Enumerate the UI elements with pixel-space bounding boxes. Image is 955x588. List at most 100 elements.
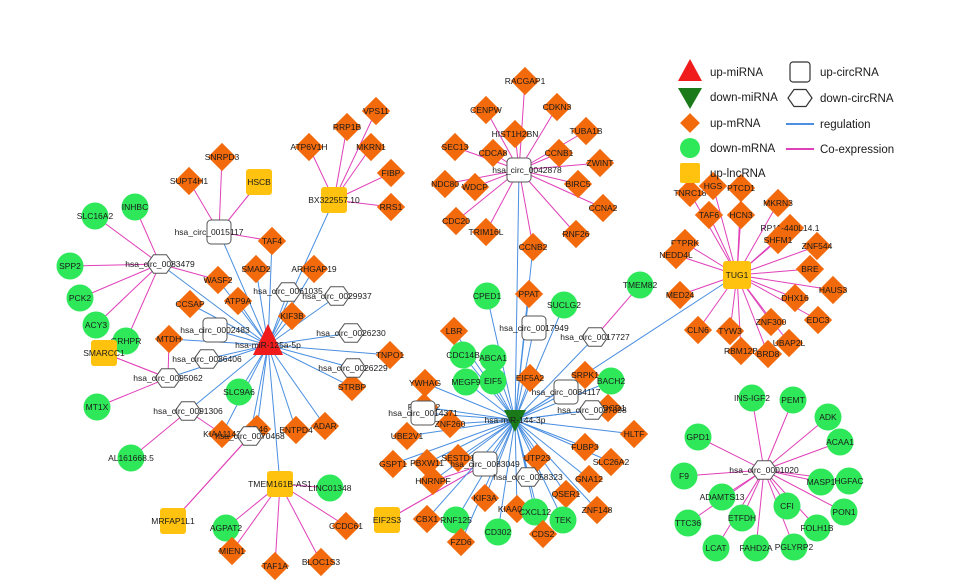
gene-node-fzd6[interactable]: FZD6 [446, 527, 476, 557]
gene-node-adar[interactable]: ADAR [310, 411, 340, 441]
circrna-node-hsa-circ-0015117[interactable]: hsa_circ_0015117 [175, 219, 244, 245]
gene-node-cln6[interactable]: CLN6 [683, 315, 713, 345]
gene-node-ppat[interactable]: PPAT [514, 279, 544, 309]
gene-node-atp9a[interactable]: ATP9A [223, 286, 253, 316]
gene-node-pemt[interactable]: PEMT [779, 386, 807, 414]
gene-node-ttc36[interactable]: TTC36 [674, 509, 702, 537]
gene-node-masp1[interactable]: MASP1 [807, 468, 836, 496]
gene-node-wdcp[interactable]: WDCP [460, 172, 490, 202]
circrna-node-hsa-circ-0070468[interactable]: hsa_circ_0070468 [215, 426, 285, 446]
gene-node-tyw3[interactable]: TYW3 [715, 316, 745, 346]
gene-node-inhbc[interactable]: INHBC [121, 193, 149, 221]
gene-node-gspt1[interactable]: GSPT1 [378, 449, 407, 479]
gene-node-grhpr[interactable]: GRHPR [111, 327, 142, 355]
gene-node-edc3[interactable]: EDC3 [803, 305, 833, 335]
gene-node-adamts13[interactable]: ADAMTS13 [700, 483, 745, 511]
gene-node-znf260[interactable]: ZNF260 [435, 409, 466, 439]
gene-node-abca1[interactable]: ABCA1 [479, 344, 507, 372]
gene-node-taf6[interactable]: TAF6 [694, 200, 724, 230]
gene-node-mkrn1[interactable]: MKRN1 [356, 132, 386, 162]
circrna-node-hsa-circ-0061035[interactable]: hsa_circ_0061035 [253, 282, 323, 302]
lncrna-node-hscb[interactable]: HSCB [246, 169, 272, 195]
gene-node-gna12[interactable]: GNA12 [574, 464, 603, 494]
circrna-node-hsa-circ-0026229[interactable]: hsa_circ_0026229 [318, 358, 388, 378]
circrna-node-hsa-circ-0058323[interactable]: hsa_circ_0058323 [493, 467, 563, 487]
gene-node-vps11[interactable]: VPS11 [361, 96, 391, 126]
gene-node-trim16l[interactable]: TRIM16L [469, 217, 504, 247]
gene-node-folh1b[interactable]: FOLH1B [800, 514, 834, 542]
circrna-node-hsa-circ-0002483[interactable]: hsa_circ_0002483 [180, 317, 250, 343]
gene-node-ube2v1[interactable]: UBE2V1 [391, 421, 424, 451]
circrna-node-hsa-circ-0029937[interactable]: hsa_circ_0029937 [302, 286, 372, 306]
gene-node-cxcl12[interactable]: CXCL12 [519, 498, 551, 526]
gene-node-fahd2a[interactable]: FAHD2A [739, 534, 773, 562]
gene-node-strbp[interactable]: STRBP [338, 372, 367, 402]
gene-node-gpd1[interactable]: GPD1 [684, 423, 712, 451]
gene-node-ins-igf2[interactable]: INS-IGF2 [734, 384, 770, 412]
gene-node-eif5[interactable]: EIF5 [479, 367, 507, 395]
gene-node-brd8[interactable]: BRD8 [753, 339, 783, 369]
gene-node-kif3a[interactable]: KIF3A [470, 483, 500, 513]
gene-node-atp6v1h[interactable]: ATP6V1H [290, 132, 328, 162]
gene-node-fibp[interactable]: FIBP [376, 158, 406, 188]
gene-node-pon1[interactable]: PON1 [830, 498, 858, 526]
gene-node-zwint[interactable]: ZWINT [585, 148, 615, 178]
gene-node-haus3[interactable]: HAUS3 [819, 275, 848, 305]
gene-node-ccdc61[interactable]: CCDC61 [329, 511, 363, 541]
gene-node-lbr[interactable]: LBR [439, 316, 469, 346]
gene-node-hcn3[interactable]: HCN3 [726, 200, 756, 230]
gene-node-cdca8[interactable]: CDCA8 [479, 138, 508, 168]
gene-node-agpat2[interactable]: AGPAT2 [210, 514, 243, 542]
gene-node-bre[interactable]: BRE [795, 254, 825, 284]
gene-node-eif5a2[interactable]: EIF5A2 [516, 363, 545, 393]
gene-node-mien1[interactable]: MIEN1 [217, 536, 247, 566]
gene-node-lcat[interactable]: LCAT [702, 534, 730, 562]
circrna-node-hsa-circ-0017949[interactable]: hsa_circ_0017949 [499, 315, 569, 341]
lncrna-node-tug1[interactable]: TUG1 [723, 261, 751, 289]
gene-node-qser1[interactable]: QSER1 [552, 479, 581, 509]
circrna-node-hsa-circ-0084117[interactable]: hsa_circ_0084117 [532, 379, 601, 405]
gene-node-tek[interactable]: TEK [549, 506, 577, 534]
gene-node-pglyrp2[interactable]: PGLYRP2 [775, 533, 814, 561]
circrna-node-hsa-circ-0026230[interactable]: hsa_circ_0026230 [316, 323, 386, 343]
gene-node-cdc14b[interactable]: CDC14B [446, 341, 480, 369]
gene-node-birc5[interactable]: BIRC5 [563, 169, 593, 199]
gene-node-hltf[interactable]: HLTF [619, 419, 649, 449]
gene-node-racgap1[interactable]: RACGAP1 [505, 66, 546, 96]
gene-node-ubap2l[interactable]: UBAP2L [773, 328, 806, 358]
mirna-node-hsa-mir-144-3p[interactable]: hsa-miR-144-3p [485, 410, 546, 432]
gene-node-taf1a[interactable]: TAF1A [260, 551, 290, 581]
gene-node-f9[interactable]: F9 [670, 462, 698, 490]
gene-node-ndc80[interactable]: NDC80 [430, 169, 459, 199]
gene-node-rnf125[interactable]: RNF125 [440, 506, 472, 534]
gene-node-taf4[interactable]: TAF4 [257, 226, 287, 256]
gene-node-slc9a6[interactable]: SLC9A6 [223, 378, 255, 406]
gene-node-snrpd3[interactable]: SNRPD3 [205, 142, 240, 172]
gene-node-fubp3[interactable]: FUBP3 [570, 432, 600, 462]
gene-node-pbxw11[interactable]: PBXW11 [410, 448, 444, 478]
gene-node-shfm1[interactable]: SHFM1 [764, 225, 793, 255]
gene-node-acaa1[interactable]: ACAA1 [826, 428, 854, 456]
gene-node-cds2[interactable]: CDS2 [528, 519, 558, 549]
gene-node-cped1[interactable]: CPED1 [473, 282, 502, 310]
circrna-node-hsa-circ-0091306[interactable]: hsa_circ_0091306 [153, 401, 223, 421]
gene-node-mt1x[interactable]: MT1X [83, 393, 111, 421]
circrna-node-hsa-circ-0083049[interactable]: hsa_circ_0083049 [450, 451, 520, 477]
gene-node-cfi[interactable]: CFI [773, 492, 801, 520]
gene-node-supt4h1[interactable]: SUPT4H1 [170, 166, 209, 196]
gene-node-cenpw[interactable]: CENPW [470, 95, 502, 125]
gene-node-hist1h2bn[interactable]: HIST1H2BN [492, 119, 539, 149]
gene-node-rrs1[interactable]: RRS1 [376, 192, 406, 222]
gene-node-spp2[interactable]: SPP2 [56, 252, 84, 280]
gene-node-smad2[interactable]: SMAD2 [241, 254, 271, 284]
gene-node-al161668-5[interactable]: AL161668.5 [108, 444, 154, 472]
gene-node-znf544[interactable]: ZNF544 [802, 231, 833, 261]
gene-node-sestd1[interactable]: SESTD1 [441, 443, 475, 473]
gene-node-rrp1b[interactable]: RRP1B [333, 112, 362, 142]
gene-node-acy3[interactable]: ACY3 [82, 311, 110, 339]
gene-node-znf148[interactable]: ZNF148 [582, 495, 613, 525]
gene-node-pck2[interactable]: PCK2 [66, 284, 94, 312]
gene-node-tnpo1[interactable]: TNPO1 [376, 340, 405, 370]
mirna-node-hsa-mir-125a-5p[interactable]: hsa-miR-125a-5p [235, 324, 301, 355]
gene-node-kif3b[interactable]: KIF3B [277, 301, 307, 331]
